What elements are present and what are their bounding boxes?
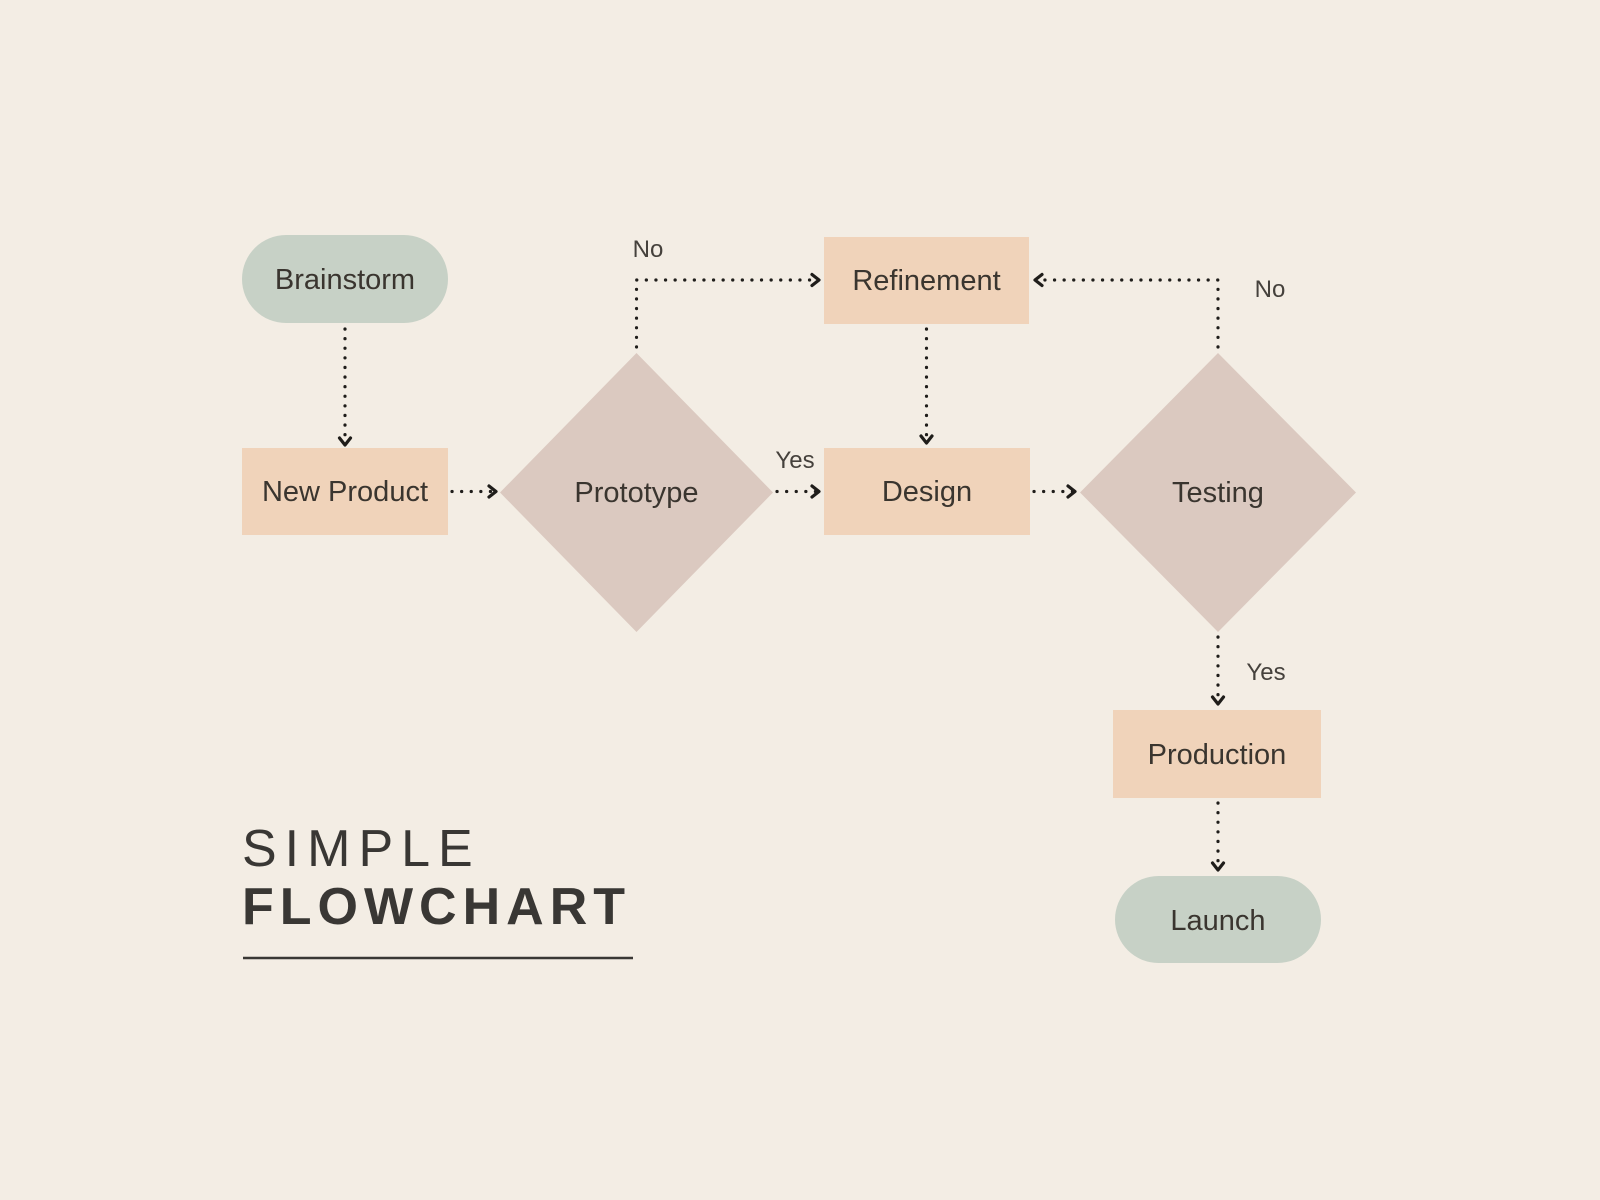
page-title-line2: FLOWCHART <box>242 878 631 936</box>
node-new-product-label: New Product <box>262 476 428 508</box>
node-prototype-label: Prototype <box>574 477 698 509</box>
node-production <box>1113 710 1321 798</box>
edge-testing-to-refinement-no <box>1033 272 1220 349</box>
node-testing-label: Testing <box>1172 477 1264 509</box>
edge-prototype-to-refinement-no <box>634 272 821 349</box>
page-title-line1: SIMPLE <box>242 820 481 878</box>
node-refinement-label: Refinement <box>852 265 1000 297</box>
node-refinement <box>824 237 1029 324</box>
edge-label-prototype-no: No <box>633 236 664 263</box>
node-design <box>824 448 1030 535</box>
node-testing <box>1080 353 1356 632</box>
edge-label-testing-yes: Yes <box>1246 659 1285 686</box>
node-launch-label: Launch <box>1170 905 1265 937</box>
edge-label-testing-no: No <box>1255 276 1286 303</box>
node-prototype <box>500 353 773 632</box>
node-launch <box>1115 876 1321 963</box>
edge-label-prototype-yes: Yes <box>775 447 814 474</box>
node-production-label: Production <box>1148 739 1287 771</box>
node-new-product <box>242 448 448 535</box>
node-design-label: Design <box>882 476 972 508</box>
node-brainstorm <box>242 235 448 323</box>
node-brainstorm-label: Brainstorm <box>275 264 415 296</box>
